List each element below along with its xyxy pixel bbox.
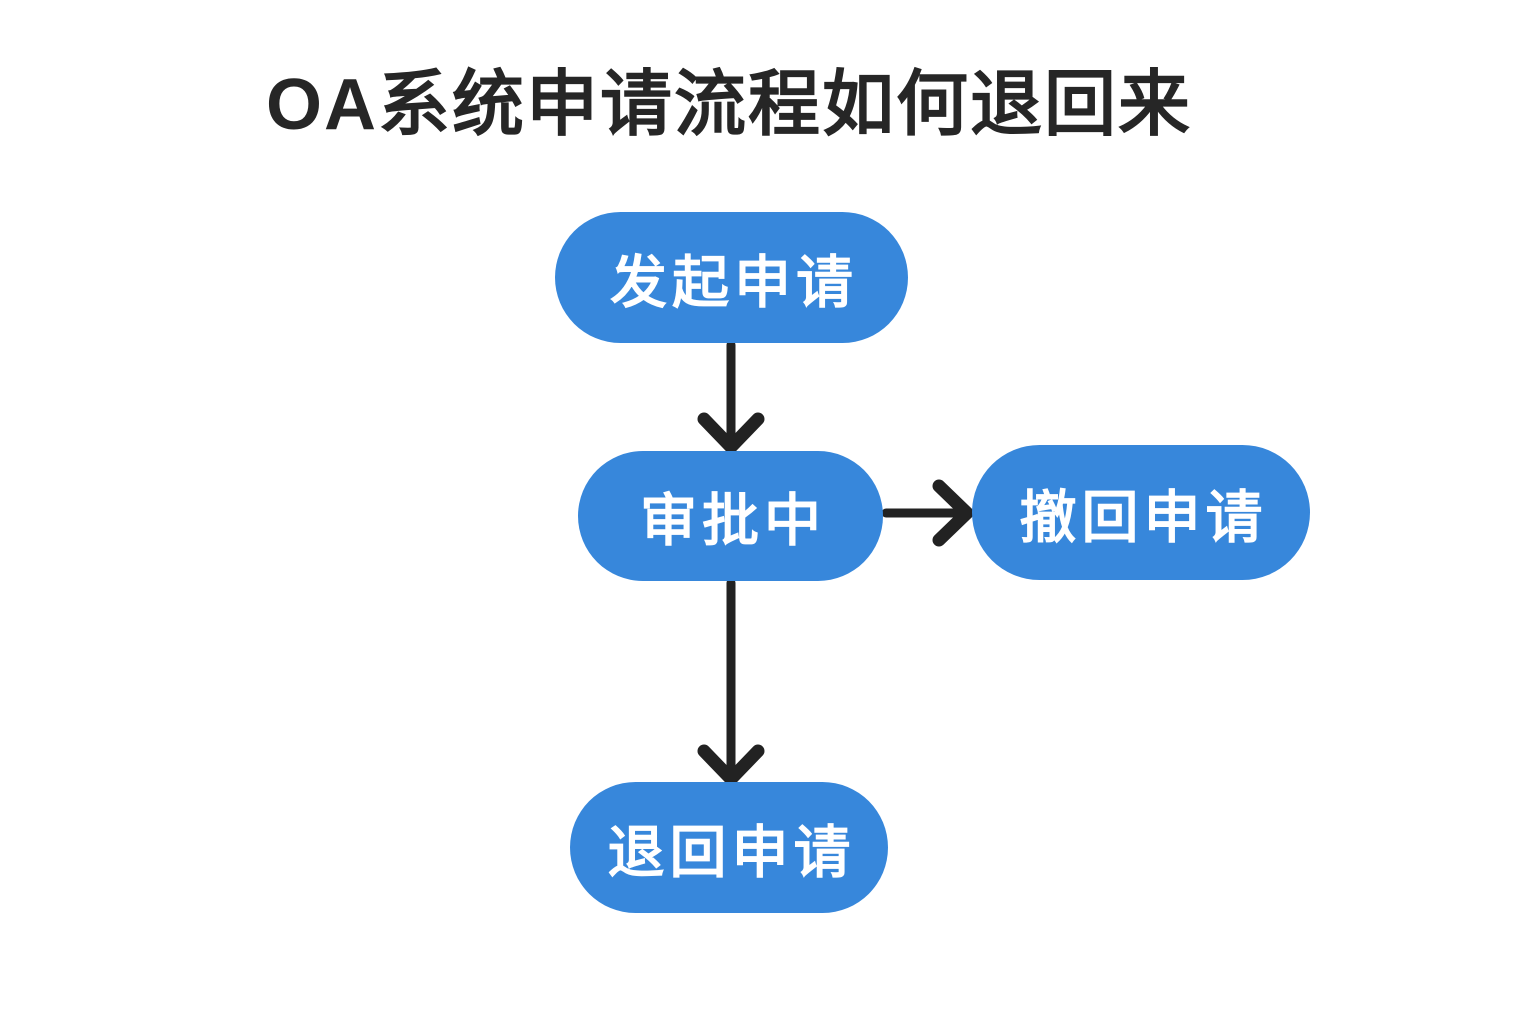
node-return-application: 退回申请	[570, 782, 888, 913]
arrow-approving-to-withdraw	[881, 479, 974, 547]
arrow-approving-to-return	[697, 578, 765, 786]
arrow-initiate-to-approving	[697, 340, 765, 454]
node-label: 撤回申请	[1019, 485, 1268, 550]
arrow-right-icon	[932, 479, 974, 547]
node-label: 发起申请	[610, 250, 858, 315]
node-withdraw-application: 撤回申请	[972, 445, 1310, 580]
page-title: OA系统申请流程如何退回来	[265, 65, 1192, 145]
arrow-down-icon	[697, 412, 765, 454]
node-label: 退回申请	[607, 820, 856, 885]
node-under-approval: 审批中	[578, 451, 883, 581]
node-label: 审批中	[640, 489, 826, 553]
arrow-down-icon	[697, 744, 765, 786]
node-initiate-application: 发起申请	[555, 212, 908, 343]
